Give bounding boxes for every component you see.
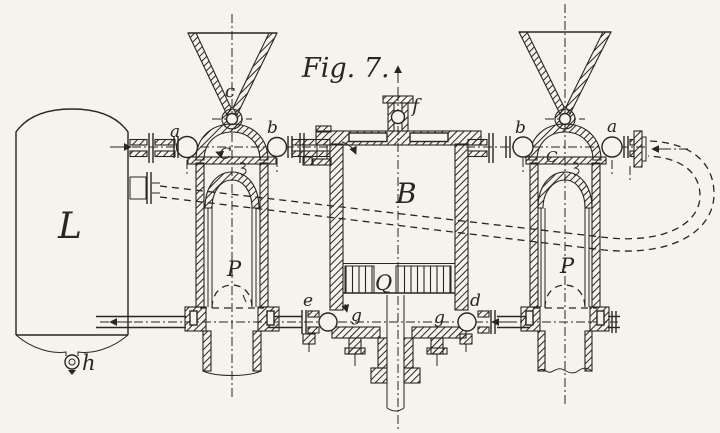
flow-curl bbox=[239, 162, 247, 176]
vessel-lid bbox=[315, 130, 482, 146]
flow-arrow-chamber-g bbox=[341, 303, 350, 313]
left-valve-chest bbox=[173, 123, 293, 176]
label-valve-d: d bbox=[470, 291, 481, 311]
label-dome-C-right: C bbox=[546, 148, 558, 166]
valve-a-right bbox=[601, 136, 623, 158]
label-valve-a-left: a bbox=[170, 122, 180, 142]
label-strainer-Q: Q bbox=[375, 271, 392, 295]
label-chamber-g-right: g bbox=[434, 308, 445, 328]
flow-arrow-dome-left bbox=[215, 150, 225, 159]
label-valve-a-right: a bbox=[607, 117, 617, 137]
tank-pipe-connections bbox=[129, 133, 176, 204]
valve-d bbox=[457, 312, 477, 332]
bottom-center-piping bbox=[344, 337, 448, 412]
flow-arrow-vessel-inlet bbox=[341, 141, 357, 155]
tank-L bbox=[15, 108, 129, 375]
strainer-Q bbox=[343, 263, 455, 294]
label-chamber-g-left: g bbox=[351, 306, 362, 326]
valve-e bbox=[318, 312, 338, 332]
upper-pipe-runs bbox=[291, 130, 647, 168]
right-cylinder-P bbox=[520, 162, 610, 374]
drain-valve-h bbox=[64, 354, 80, 370]
label-drain-h: h bbox=[82, 351, 96, 375]
flow-curl bbox=[572, 162, 580, 176]
return-pipe-flange bbox=[633, 130, 643, 168]
right-valve-chest bbox=[505, 123, 629, 176]
valve-b-left bbox=[266, 136, 288, 158]
figure-title: Fig. 7. bbox=[301, 53, 390, 84]
label-valve-b-right: b bbox=[515, 118, 526, 138]
valve-a-left bbox=[175, 135, 199, 159]
label-valve-b-left: b bbox=[267, 118, 278, 138]
label-hopper-c: c bbox=[225, 81, 235, 102]
valve-b-right bbox=[512, 136, 534, 158]
figure-labels: Fig. 7. L h c a b C B f b a C P P Q e d … bbox=[57, 53, 617, 375]
label-dome-C-left: C bbox=[219, 144, 231, 163]
flow-arrows bbox=[109, 65, 688, 326]
top-nozzle-f bbox=[382, 95, 414, 132]
break-line bbox=[537, 367, 593, 374]
label-cylinder-P-right: P bbox=[559, 254, 575, 278]
vessel-B bbox=[312, 95, 482, 340]
right-hopper bbox=[518, 31, 612, 130]
label-nozzle-f: f bbox=[410, 95, 422, 117]
label-tank-L: L bbox=[57, 206, 82, 247]
vessel-bottom-plate bbox=[331, 326, 381, 339]
left-cylinder-P bbox=[184, 162, 280, 376]
label-valve-e: e bbox=[303, 291, 313, 311]
label-cylinder-P-left: P bbox=[226, 257, 242, 281]
label-vessel-B: B bbox=[395, 177, 417, 210]
